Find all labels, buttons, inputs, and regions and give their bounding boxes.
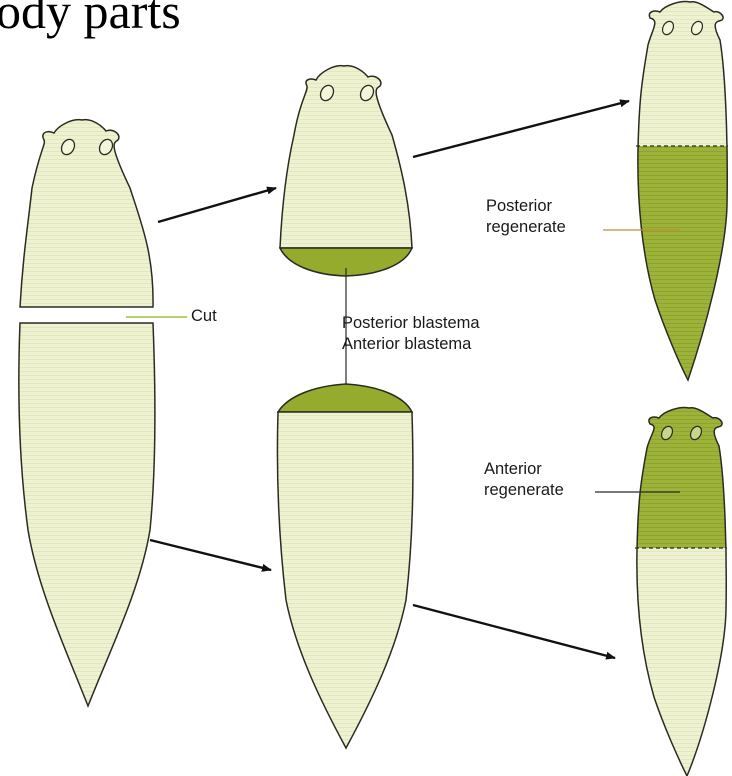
arrow-tail-to-middle xyxy=(150,540,271,570)
worm-head-fragment xyxy=(20,120,153,307)
arrow-head-to-middle xyxy=(158,188,276,222)
arrow-middle-to-right-bottom xyxy=(413,605,615,658)
posterior-regenerate-label-line2: regenerate xyxy=(486,217,566,237)
cut-label: Cut xyxy=(191,306,217,326)
anterior-blastema-label: Anterior blastema xyxy=(342,334,471,354)
worm-complete-posterior-regenerated xyxy=(630,0,730,386)
posterior-regenerate-label-line1: Posterior xyxy=(486,196,552,216)
worm-complete-anterior-regenerated xyxy=(630,400,730,776)
posterior-blastema-label: Posterior blastema xyxy=(342,313,480,333)
anterior-regenerate-label-line1: Anterior xyxy=(484,459,542,479)
anterior-regenerate-label-line2: regenerate xyxy=(484,480,564,500)
arrow-middle-to-right-top xyxy=(413,101,629,157)
anterior-blastema-shape xyxy=(278,384,412,412)
worm-tail-fragment-regenerating xyxy=(277,412,413,748)
worm-head-fragment-regenerating xyxy=(280,66,412,248)
worm-tail-fragment xyxy=(19,323,155,706)
